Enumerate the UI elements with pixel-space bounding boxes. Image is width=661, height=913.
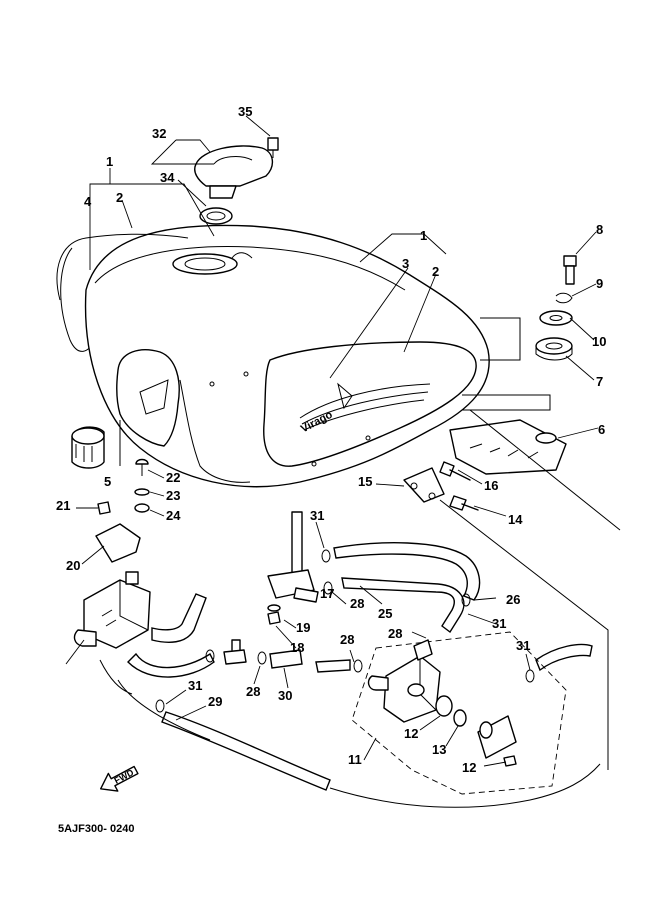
frame-outline — [99, 409, 621, 770]
callout-24: 23 — [166, 488, 180, 503]
hose-right — [535, 643, 593, 672]
callout-31-mid: 31 — [492, 616, 506, 631]
clamp-31-right — [525, 669, 535, 683]
callout-18: 17 — [320, 586, 334, 601]
callout-32: 32 — [152, 126, 166, 141]
callout-19: 18 — [290, 640, 304, 655]
bolt-22 — [97, 501, 111, 515]
tank-trim-hose — [56, 233, 189, 301]
clamp-28-b — [353, 659, 363, 673]
bracket-21 — [95, 523, 141, 563]
callout-14: 13 — [432, 742, 446, 757]
callout-27: 26 — [506, 592, 520, 607]
screw-23 — [135, 458, 149, 476]
forward-arrow: FWD — [99, 765, 139, 792]
callout-6: 6 — [598, 422, 605, 437]
callout-28-center: 28 — [350, 596, 364, 611]
clamp-left — [205, 649, 215, 663]
callout-1-left: 1 — [106, 154, 113, 169]
clamp-31-center — [321, 549, 331, 563]
callout-17: 16 — [484, 478, 498, 493]
callout-15: 14 — [508, 512, 523, 527]
callout-4: 4 — [84, 194, 92, 209]
bent-pipe — [151, 593, 207, 643]
hose-30 — [269, 649, 303, 669]
clamp-27 — [461, 593, 471, 607]
callout-13: 12 — [462, 760, 476, 775]
callout-28-mid: 28 — [388, 626, 402, 641]
drawing-code: 5AJF300- 0240 — [58, 823, 134, 835]
callout-1-right: 1 — [420, 228, 427, 243]
callout-3: 3 — [402, 256, 409, 271]
oring-14 — [453, 709, 467, 727]
hose-29 — [161, 711, 331, 791]
leader-lines — [65, 115, 599, 767]
fuel-cock-assembly — [351, 631, 567, 795]
clamp-28-a — [257, 651, 267, 665]
callout-31-right: 31 — [516, 638, 530, 653]
fuel-cock-center — [267, 511, 319, 625]
callout-25: 24 — [166, 508, 181, 523]
callout-5: 5 — [104, 474, 111, 489]
callout-9: 9 — [596, 276, 603, 291]
fuel-cock-left — [73, 571, 151, 649]
right-fasteners — [535, 255, 577, 361]
clamp-28-center — [323, 581, 333, 595]
bolt-17 — [439, 461, 471, 481]
callout-31-left: 31 — [188, 678, 202, 693]
hose-27 — [333, 542, 481, 601]
hose-30b — [315, 659, 351, 673]
callout-11: 11 — [348, 752, 362, 767]
rear-bracket — [449, 419, 567, 475]
callout-29: 29 — [208, 694, 222, 709]
frame-outline-bottom — [329, 763, 601, 808]
callout-10: 10 — [592, 334, 606, 349]
callout-16: 15 — [358, 474, 372, 489]
callout-2-left: 2 — [116, 190, 123, 205]
callout-numbers: 35 32 34 1 4 2 1 3 2 8 9 10 7 6 5 22 23 … — [56, 104, 606, 775]
bolt-15 — [449, 495, 479, 511]
hose-return — [127, 652, 215, 678]
callout-7: 7 — [596, 374, 603, 389]
joint-t — [223, 639, 247, 665]
collar-25 — [134, 503, 150, 513]
callout-34: 35 — [238, 104, 252, 119]
fuel-tank: Virago — [60, 224, 551, 488]
callout-2-right: 2 — [432, 264, 439, 279]
callout-33: 34 — [160, 170, 175, 185]
gasket-12 — [435, 695, 453, 717]
callout-28-left: 28 — [246, 684, 260, 699]
callout-28-lower: 28 — [340, 632, 354, 647]
callout-23: 22 — [166, 470, 180, 485]
washer-24 — [134, 488, 150, 496]
mount-bracket — [403, 467, 445, 503]
callout-30: 30 — [278, 688, 292, 703]
tank-cap — [71, 426, 105, 469]
plate-13 — [477, 715, 517, 759]
callout-26: 25 — [378, 606, 392, 621]
fuel-cap-assembly — [194, 137, 279, 225]
hose-26 — [341, 577, 465, 634]
callout-8: 8 — [596, 222, 603, 237]
callout-12: 12 — [404, 726, 418, 741]
callout-22: 21 — [56, 498, 70, 513]
callout-20: 19 — [296, 620, 310, 635]
callout-31-center: 31 — [310, 508, 324, 523]
clamp-31-left — [155, 699, 165, 713]
callout-21: 20 — [66, 558, 80, 573]
